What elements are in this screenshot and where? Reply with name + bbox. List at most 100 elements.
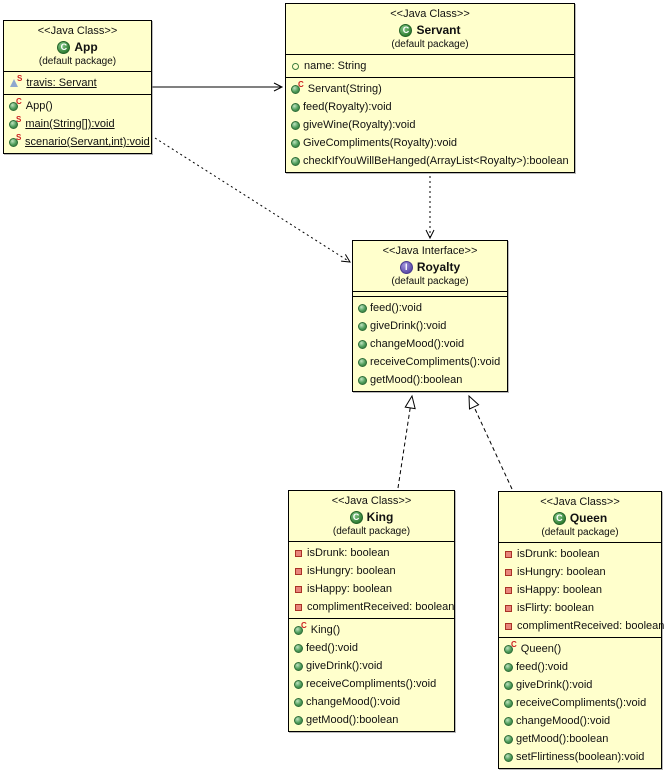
modifier-letter: C [511, 639, 517, 649]
public-method-icon [291, 120, 300, 130]
class-name: King [366, 510, 394, 524]
method-row: giveDrink():void [353, 317, 507, 335]
public-method-icon [291, 102, 300, 112]
public-method-icon [504, 752, 513, 762]
method-row: checkIfYouWillBeHanged(ArrayList<Royalty… [286, 152, 574, 170]
method-text: King() [310, 624, 341, 636]
method-text: checkIfYouWillBeHanged(ArrayList<Royalty… [303, 155, 569, 167]
public-method-icon [504, 734, 513, 744]
modifier-letter: S [17, 73, 23, 83]
field-row: complimentReceived: boolean [499, 617, 664, 635]
field-row: isDrunk: boolean [289, 544, 454, 562]
package-label: (default package) [38, 56, 117, 67]
stereotype-label: <<Java Class>> [390, 8, 470, 20]
private-field-icon [505, 550, 512, 558]
public-method-icon [358, 339, 367, 349]
method-text: receiveCompliments():void [370, 356, 501, 368]
stereotype-label: <<Java Class>> [37, 25, 118, 37]
public-method-icon [294, 715, 303, 725]
public-method-icon [358, 321, 367, 331]
interface-badge-icon: I [399, 260, 413, 274]
dependency-connector-dep-app-royalty[interactable] [154, 137, 351, 263]
field-text: isHungry: boolean [517, 566, 606, 578]
method-text: giveDrink():void [306, 660, 383, 672]
field-row: isHappy: boolean [499, 581, 661, 599]
method-text: giveDrink():void [516, 679, 593, 691]
field-text: isDrunk: boolean [307, 547, 390, 559]
stereotype-label: <<Java Class>> [540, 496, 620, 508]
package-label: (default package) [541, 527, 619, 538]
field-row: name: String [286, 57, 574, 75]
public-method-icon [294, 625, 303, 635]
modifier-letter: C [301, 620, 307, 630]
method-row: receiveCompliments():void [499, 694, 661, 712]
modifier-letter: S [16, 132, 22, 142]
public-method-icon [294, 697, 303, 707]
static-field-icon [10, 79, 18, 87]
method-row: changeMood():void [353, 335, 507, 353]
private-field-icon [295, 549, 302, 557]
method-text: receiveCompliments():void [306, 678, 437, 690]
package-label: (default package) [391, 276, 469, 287]
method-row: changeMood():void [289, 693, 454, 711]
private-field-icon [295, 567, 302, 575]
method-row: changeMood():void [499, 712, 661, 730]
public-method-icon [504, 644, 513, 654]
method-text: GiveCompliments(Royalty):void [303, 137, 458, 149]
public-method-icon [504, 698, 513, 708]
private-field-icon [295, 585, 302, 593]
method-row: receiveCompliments():void [353, 353, 507, 371]
method-row: receiveCompliments():void [289, 675, 454, 693]
fields-compartment: name: String [286, 54, 574, 77]
field-row: complimentReceived: boolean [289, 598, 454, 616]
realization-connector-real-queen-royalty[interactable] [468, 394, 513, 490]
method-row: giveWine(Royalty):void [286, 116, 574, 134]
class-name: Servant [416, 23, 461, 37]
method-text: feed(Royalty):void [303, 101, 392, 113]
method-row: feed(Royalty):void [286, 98, 574, 116]
field-text: name: String [304, 60, 367, 72]
field-row: isDrunk: boolean [499, 545, 661, 563]
method-text: giveDrink():void [370, 320, 447, 332]
method-row: getMood():boolean [499, 730, 661, 748]
method-text: main(String[]):void [25, 118, 115, 130]
modifier-letter: S [16, 114, 22, 124]
modifier-letter: C [298, 79, 304, 89]
method-text: receiveCompliments():void [516, 697, 647, 709]
class-badge-icon: C [349, 510, 363, 524]
private-field-icon [505, 622, 512, 630]
method-text: Queen() [520, 643, 562, 655]
field-row: isHungry: boolean [289, 562, 454, 580]
field-text: isHappy: boolean [517, 584, 603, 596]
public-method-icon [291, 138, 300, 148]
package-label: (default package) [332, 526, 411, 537]
public-method-icon [358, 357, 367, 367]
public-method-icon [504, 680, 513, 690]
method-text: getMood():boolean [306, 714, 399, 726]
method-text: feed():void [516, 661, 568, 673]
class-badge-icon: C [552, 511, 566, 525]
method-text: giveWine(Royalty):void [303, 119, 416, 131]
realization-connector-real-king-royalty[interactable] [397, 394, 416, 489]
